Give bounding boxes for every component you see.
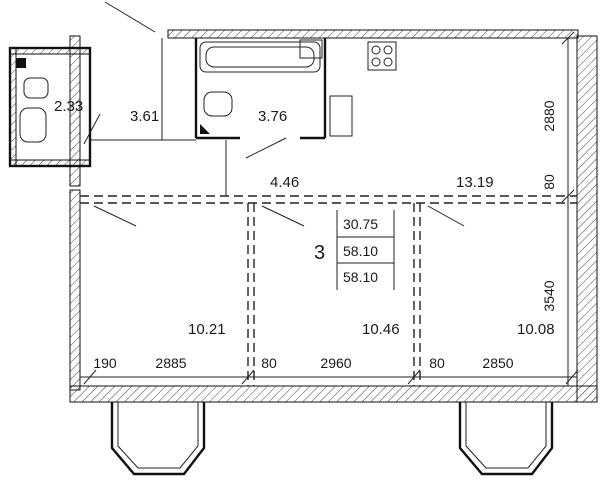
fixtures	[16, 39, 397, 143]
vent-shaft-icon	[16, 58, 26, 68]
area-bedroom-left: 10.21	[188, 321, 226, 338]
balconies	[110, 402, 554, 476]
balcony-right-inner	[465, 402, 547, 469]
bathtub-icon	[199, 41, 321, 73]
dim-tick	[407, 369, 421, 385]
burner-icon	[371, 45, 381, 55]
left-wall-lower	[69, 189, 81, 391]
room-labels: 2.33 3.61 3.76 4.46 13.19 10.21 10.46 10…	[54, 98, 555, 338]
dim-kitchen-depth: 2880	[541, 100, 557, 131]
bath-door-leaf	[245, 137, 287, 159]
balcony-left-inner	[117, 402, 199, 469]
summary-table: 3 30.75 58.10 58.10	[314, 210, 395, 290]
small-bath-top-wall	[9, 47, 91, 55]
summary-living-area: 30.75	[343, 216, 378, 232]
dim-bottom-190: 190	[93, 355, 117, 371]
small-bath-bottom-wall	[9, 159, 91, 167]
entry-door-leaf	[104, 1, 156, 33]
top-wall	[167, 29, 579, 39]
bedroom-right-door-leaf	[427, 205, 465, 227]
dim-tick	[83, 369, 97, 385]
small-bath-left-wall	[9, 47, 17, 167]
bathtub-inner	[205, 46, 315, 68]
left-wall-upper	[69, 35, 81, 187]
doors	[83, 1, 465, 227]
dim-partition-right: 80	[541, 174, 557, 190]
dim-rooms-depth: 3540	[541, 280, 557, 311]
dim-bottom-80-a: 80	[261, 355, 277, 371]
toilet-icon	[203, 91, 233, 117]
burner-icon	[383, 57, 393, 67]
stove-icon	[367, 41, 397, 71]
area-bedroom-middle: 10.46	[362, 321, 400, 338]
dim-tick	[241, 369, 255, 385]
shower-icon	[19, 107, 47, 143]
area-bathroom: 3.76	[258, 108, 287, 125]
bedroom-left-door-leaf	[93, 205, 137, 227]
dimension-labels: 2880 80 3540 190 2885 80 2960 80 2850	[93, 100, 557, 371]
area-bedroom-right: 10.08	[517, 321, 555, 338]
room-count: 3	[314, 242, 325, 264]
dim-bottom-2885: 2885	[155, 355, 186, 371]
dim-tick	[561, 189, 575, 203]
small-bath-door-leaf	[83, 113, 101, 145]
burner-icon	[371, 57, 381, 67]
washer-icon	[299, 39, 323, 59]
area-bathroom-small: 2.33	[54, 98, 83, 115]
small-toilet-icon	[23, 77, 49, 99]
partitions	[80, 38, 577, 386]
bedroom-middle-door-leaf	[261, 205, 305, 227]
outer-walls	[8, 29, 598, 403]
dim-tick	[561, 31, 575, 45]
balcony-right	[458, 402, 554, 476]
kitchen-sink-icon	[329, 95, 353, 137]
right-wall	[576, 35, 598, 403]
dimension-lines	[80, 31, 579, 386]
area-kitchen: 13.19	[456, 174, 494, 191]
summary-total-area-b: 58.10	[343, 269, 378, 285]
bottom-wall	[69, 385, 598, 403]
dim-bottom-2960: 2960	[320, 355, 351, 371]
balcony-left	[110, 402, 206, 476]
area-hall: 4.46	[270, 174, 299, 191]
shaft-marker-icon	[200, 124, 210, 134]
summary-total-area: 58.10	[343, 243, 378, 259]
dim-bottom-2850: 2850	[482, 355, 513, 371]
area-corridor: 3.61	[130, 108, 159, 125]
dim-bottom-80-b: 80	[429, 355, 445, 371]
burner-icon	[383, 45, 393, 55]
